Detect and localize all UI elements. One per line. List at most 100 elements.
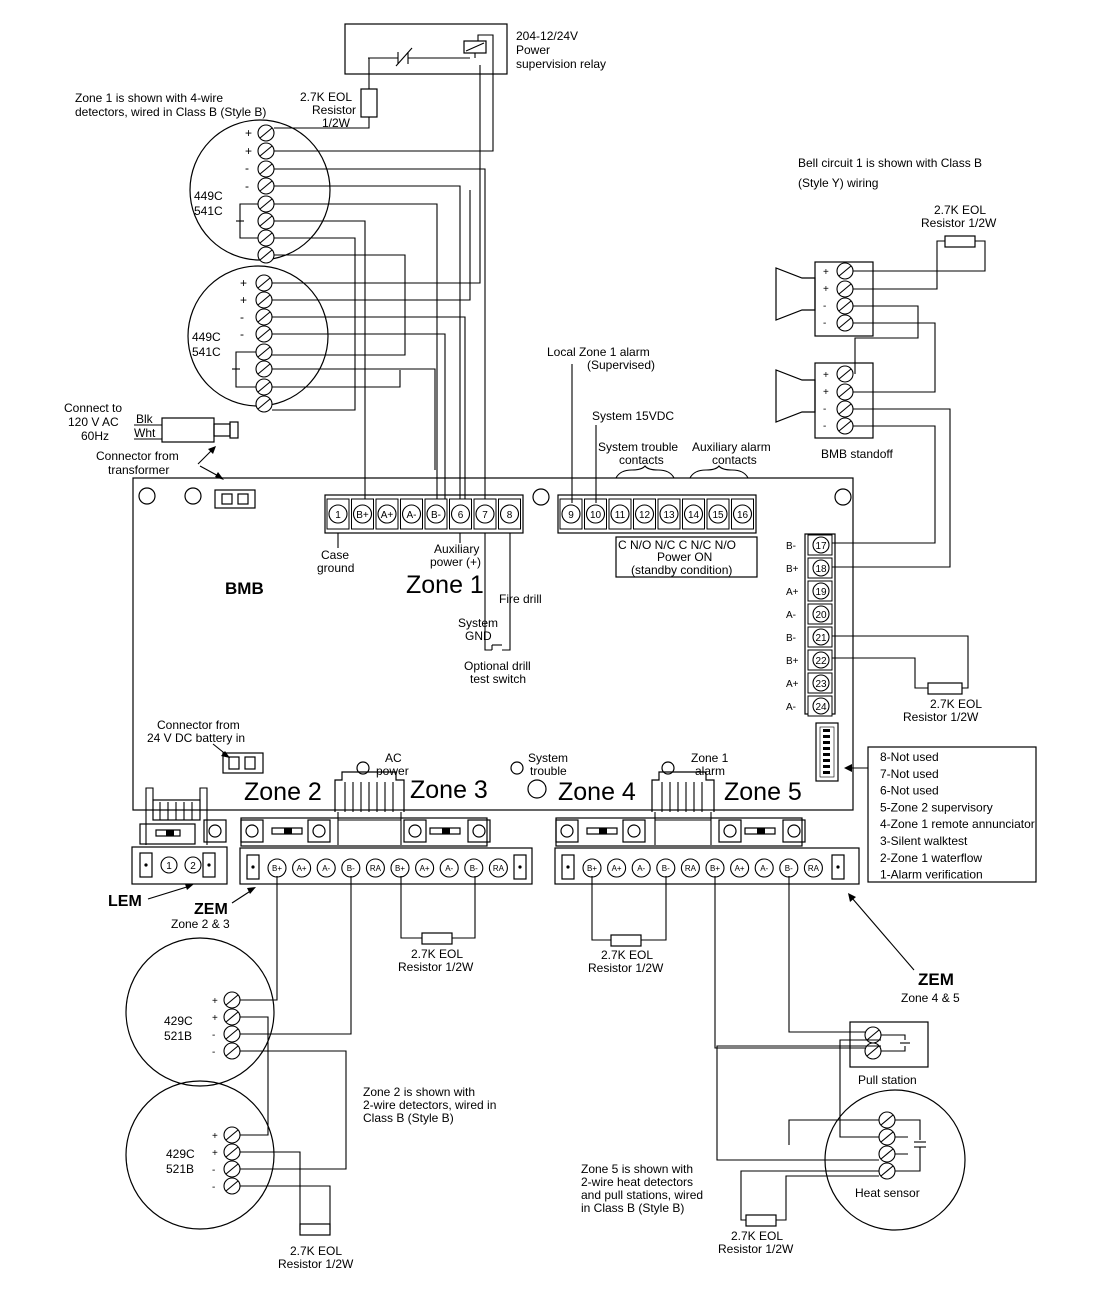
polarity: + [212,1148,218,1159]
polarity: - [240,327,244,341]
terminal-label: 10 [590,510,602,521]
terminal-screw [426,504,446,524]
zem-terminal-label: A- [637,864,645,873]
terminal-screw [475,504,495,524]
terminal-screw [450,504,471,524]
zone2-note-2: 2-wire detectors, wired in [363,1098,496,1112]
smoke-detector-2wire-1: 429C 521B + + - - [125,937,275,1087]
dip-legend-item: 2-Zone 1 waterflow [880,851,982,865]
zone5-note-1: Zone 5 is shown with [581,1162,693,1176]
bell-2: + + - - [775,362,874,439]
smoke-detector-4wire-1: 449C 541C + + - - [189,119,331,264]
polarity: - [212,1165,215,1176]
zone2-wiring: 2.7K EOL Resistor 1/2W [240,876,354,1271]
terminal-screw [812,582,830,600]
zem-terminal [730,858,750,878]
bell-note-2: (Style Y) wiring [798,176,878,190]
battery-label: 24 V DC battery in [147,731,245,745]
terminal-label: 17 [815,541,827,552]
lem-module: 1 2 LEM [108,787,228,910]
terminal-label: 13 [663,510,675,521]
terminal-label: 19 [815,587,827,598]
zem-terminal-label: A+ [735,864,745,873]
terminal-screw [812,628,830,646]
eol-label: Resistor 1/2W [588,961,664,975]
polarity: + [245,126,252,140]
zem-terminal-label: B- [662,864,670,873]
polarity: + [823,284,829,295]
zone4-label: Zone 4 [558,778,636,806]
terminal-screw [812,697,830,715]
eol-label: 1/2W [322,116,351,130]
zem-terminal-label: RA [685,864,697,873]
zem23-label: ZEM [194,901,228,918]
eol-label: Resistor 1/2W [398,960,474,974]
bell-wiring [832,240,986,568]
lem-terminal: 2 [190,861,196,872]
polarity: - [823,318,826,329]
zem-terminal [439,858,459,878]
zem45-sub: Zone 4 & 5 [901,991,960,1005]
polarity: - [212,1182,215,1193]
ac-power-led-label: power [376,764,409,778]
aux-alarm-label: contacts [712,453,757,467]
zone1-note-2: detectors, wired in Class B (Style B) [75,105,266,119]
ac-blk-label: Blk [136,412,154,426]
case-ground-label: Case [321,548,349,562]
relay-label-2: Power [516,43,550,57]
zone4-eol: 2.7K EOL Resistor 1/2W [588,876,667,975]
smoke-detector-4wire-2: 449C 541C + + - - [187,265,329,413]
zone1-label: Zone 1 [406,571,484,599]
drill-switch-label: Optional drill [464,659,531,673]
fire-drill-label: Fire drill [499,592,542,606]
eol-label: Resistor [312,103,356,117]
zem-terminal-label: RA [808,864,820,873]
terminal-screw [812,651,830,669]
aux-alarm-label: Auxiliary alarm [692,440,771,454]
zem-terminal [607,858,627,878]
zone3-label: Zone 3 [410,776,488,804]
detector-model: 429C [166,1147,195,1161]
polarity: - [823,404,826,415]
smoke-detector-2wire-2: 429C 521B + + - - [125,1080,275,1230]
ac-label: Connect to [64,401,122,415]
power-on-label: (standby condition) [631,563,732,577]
zem-terminal-label: A- [760,864,768,873]
terminal-label: A- [407,510,417,521]
zone5-wiring: 2.7K EOL Resistor 1/2W [714,876,881,1256]
terminal-screw [812,559,830,577]
polarity: + [212,1013,218,1024]
battery-label: Connector from [157,718,240,732]
lem-label: LEM [108,893,142,910]
zem-terminal-label: B- [470,864,478,873]
zone1-alarm-led-label: alarm [695,764,725,778]
eol-label: 2.7K EOL [731,1229,783,1243]
local-alarm-label: Local Zone 1 alarm [547,345,650,359]
zem-terminal-label: B+ [587,864,597,873]
eol-label: Resistor 1/2W [278,1257,354,1271]
zone1-wiring [272,34,494,500]
zem-terminal-label: A- [322,864,330,873]
terminal-screw [610,504,630,524]
terminal-screw [812,536,830,554]
detector-model: 521B [166,1162,194,1176]
zem-terminal-label: RA [493,864,505,873]
dip-legend-item: 5-Zone 2 supervisory [880,800,993,814]
zem-terminal [390,858,410,878]
dip-legend-item: 3-Silent walktest [880,834,968,848]
bell-eol-resistor: 2.7K EOL Resistor 1/2W [921,203,997,248]
sys-trouble-label: contacts [619,453,664,467]
zem-terminal [316,858,336,878]
terminal-label: 20 [815,610,827,621]
terminal-label: 21 [815,633,827,644]
terminal-polarity: A+ [786,679,799,690]
detector-model: 429C [164,1014,193,1028]
terminal-screw [732,504,753,524]
terminal-screw [561,504,581,524]
terminal-polarity: A- [786,610,796,621]
detector-model: 521B [164,1029,192,1043]
dip-legend-item: 6-Not used [880,784,939,798]
